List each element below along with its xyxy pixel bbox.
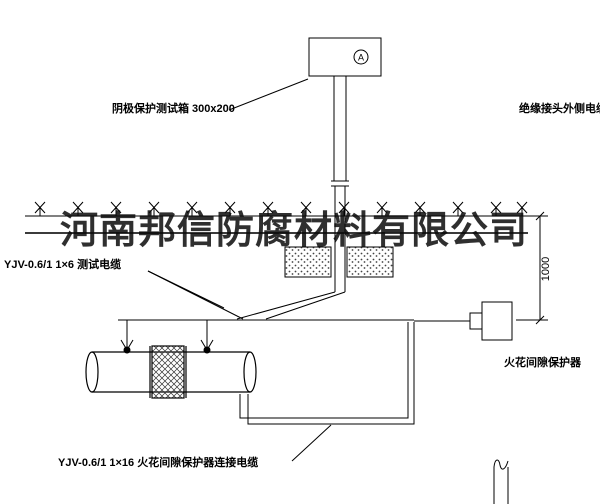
- meter-symbol: [353, 49, 369, 65]
- spark-cable-run: [239, 322, 409, 419]
- cathodic-test-box: A: [308, 37, 382, 77]
- label-outer-cable: 绝缘接头外侧电缆: [519, 103, 600, 115]
- spark-cable-run: [247, 322, 415, 425]
- insulating-joint: [151, 345, 185, 399]
- dimension-text-1000: 1000: [540, 256, 552, 282]
- cable-runs: [118, 291, 470, 425]
- label-protector: 火花间隙保护器: [504, 357, 581, 369]
- label-test-cable: YJV-0.6/1 1×6 测试电缆: [4, 259, 122, 271]
- company-watermark: 河南邦信防腐材料有限公司: [59, 207, 528, 252]
- leader-lines: [147, 78, 332, 462]
- meter-letter: A: [358, 53, 364, 63]
- concrete-foundations: [284, 246, 394, 278]
- label-test-box: 阴极保护测试箱 300x200: [112, 103, 235, 115]
- pipe-break-symbol: [493, 459, 509, 504]
- cable-attachments: [120, 339, 214, 354]
- test-post: [331, 76, 349, 292]
- label-spark-cable: YJV-0.6/1 1×16 火花间隙保护器连接电缆: [58, 457, 259, 469]
- dimension-line: [516, 211, 548, 325]
- spark-gap-protector: [469, 301, 513, 341]
- pipeline: [85, 345, 257, 399]
